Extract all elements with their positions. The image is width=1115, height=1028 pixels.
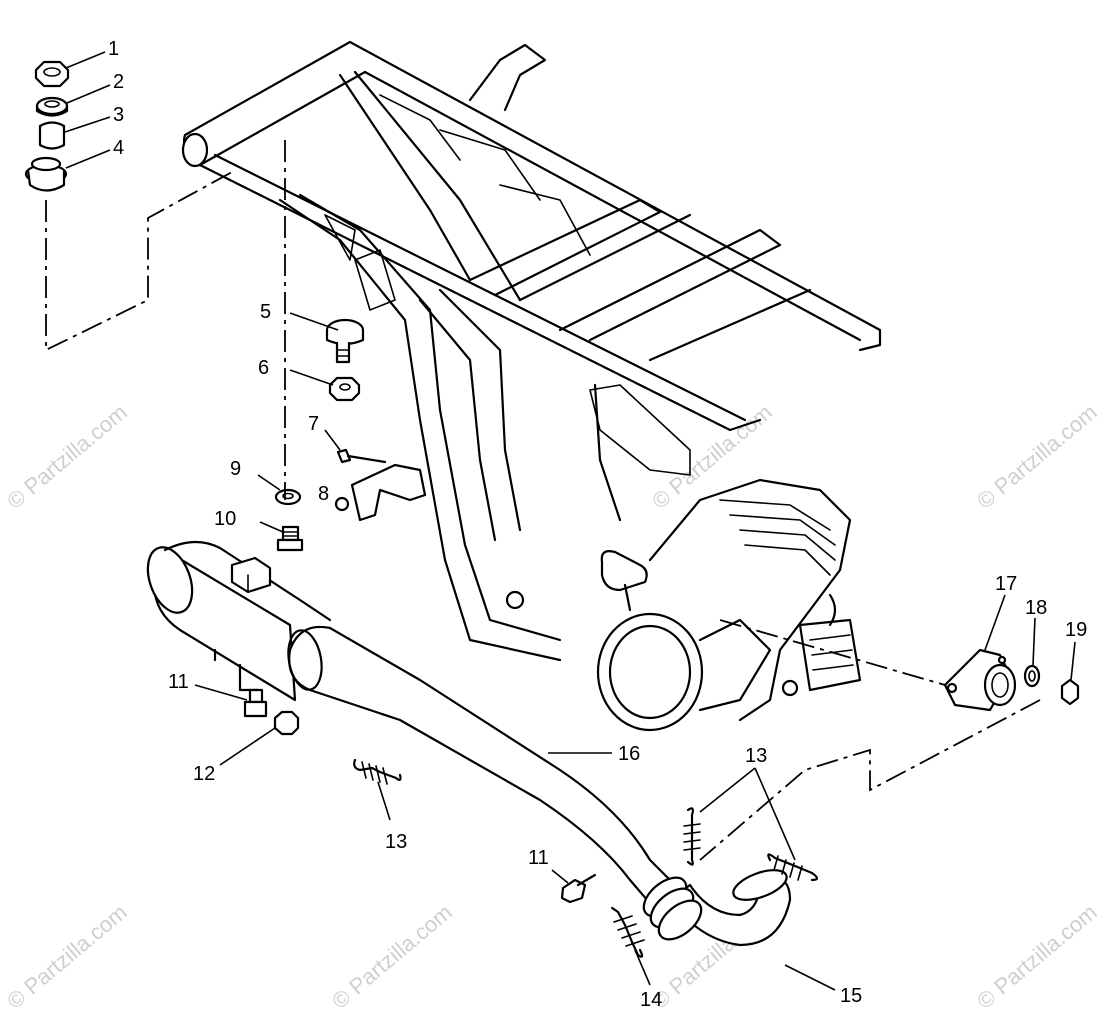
callout-1: 1 bbox=[108, 38, 119, 60]
callout-7: 7 bbox=[308, 413, 319, 435]
hardware-drawing bbox=[24, 60, 819, 958]
callout-13: 13 bbox=[745, 745, 767, 767]
callout-13: 13 bbox=[385, 831, 407, 853]
dashed-reference-lines bbox=[45, 140, 1041, 861]
watermark: © Partzilla.com bbox=[327, 899, 457, 1013]
callout-11: 11 bbox=[528, 847, 549, 869]
callout-8: 8 bbox=[318, 483, 329, 505]
callout-9: 9 bbox=[230, 458, 241, 480]
callout-5: 5 bbox=[260, 301, 271, 323]
callout-19: 19 bbox=[1065, 619, 1087, 641]
callout-6: 6 bbox=[258, 357, 269, 379]
callout-2: 2 bbox=[113, 71, 124, 93]
callout-12: 12 bbox=[193, 763, 215, 785]
callout-15: 15 bbox=[840, 985, 862, 1007]
watermarks: © Partzilla.com © Partzilla.com © Partzi… bbox=[2, 399, 1102, 1013]
callout-11: 11 bbox=[168, 671, 189, 693]
callout-16: 16 bbox=[618, 743, 640, 765]
callout-leaders bbox=[64, 51, 1076, 991]
callout-10: 10 bbox=[214, 508, 236, 530]
engine-drawing bbox=[596, 478, 862, 732]
callout-labels: 1 2 3 4 5 6 7 8 9 10 11 12 13 16 13 13 1… bbox=[108, 38, 1087, 1011]
callout-18: 18 bbox=[1025, 597, 1047, 619]
muffler-drawing bbox=[146, 540, 1080, 947]
callout-3: 3 bbox=[113, 104, 124, 126]
watermark: © Partzilla.com bbox=[2, 899, 132, 1013]
watermark: © Partzilla.com bbox=[972, 399, 1102, 513]
frame-drawing bbox=[181, 40, 882, 662]
callout-14: 14 bbox=[640, 989, 662, 1011]
callout-17: 17 bbox=[995, 573, 1017, 595]
watermark: © Partzilla.com bbox=[972, 899, 1102, 1013]
watermark: © Partzilla.com bbox=[2, 399, 132, 513]
callout-4: 4 bbox=[113, 137, 124, 159]
